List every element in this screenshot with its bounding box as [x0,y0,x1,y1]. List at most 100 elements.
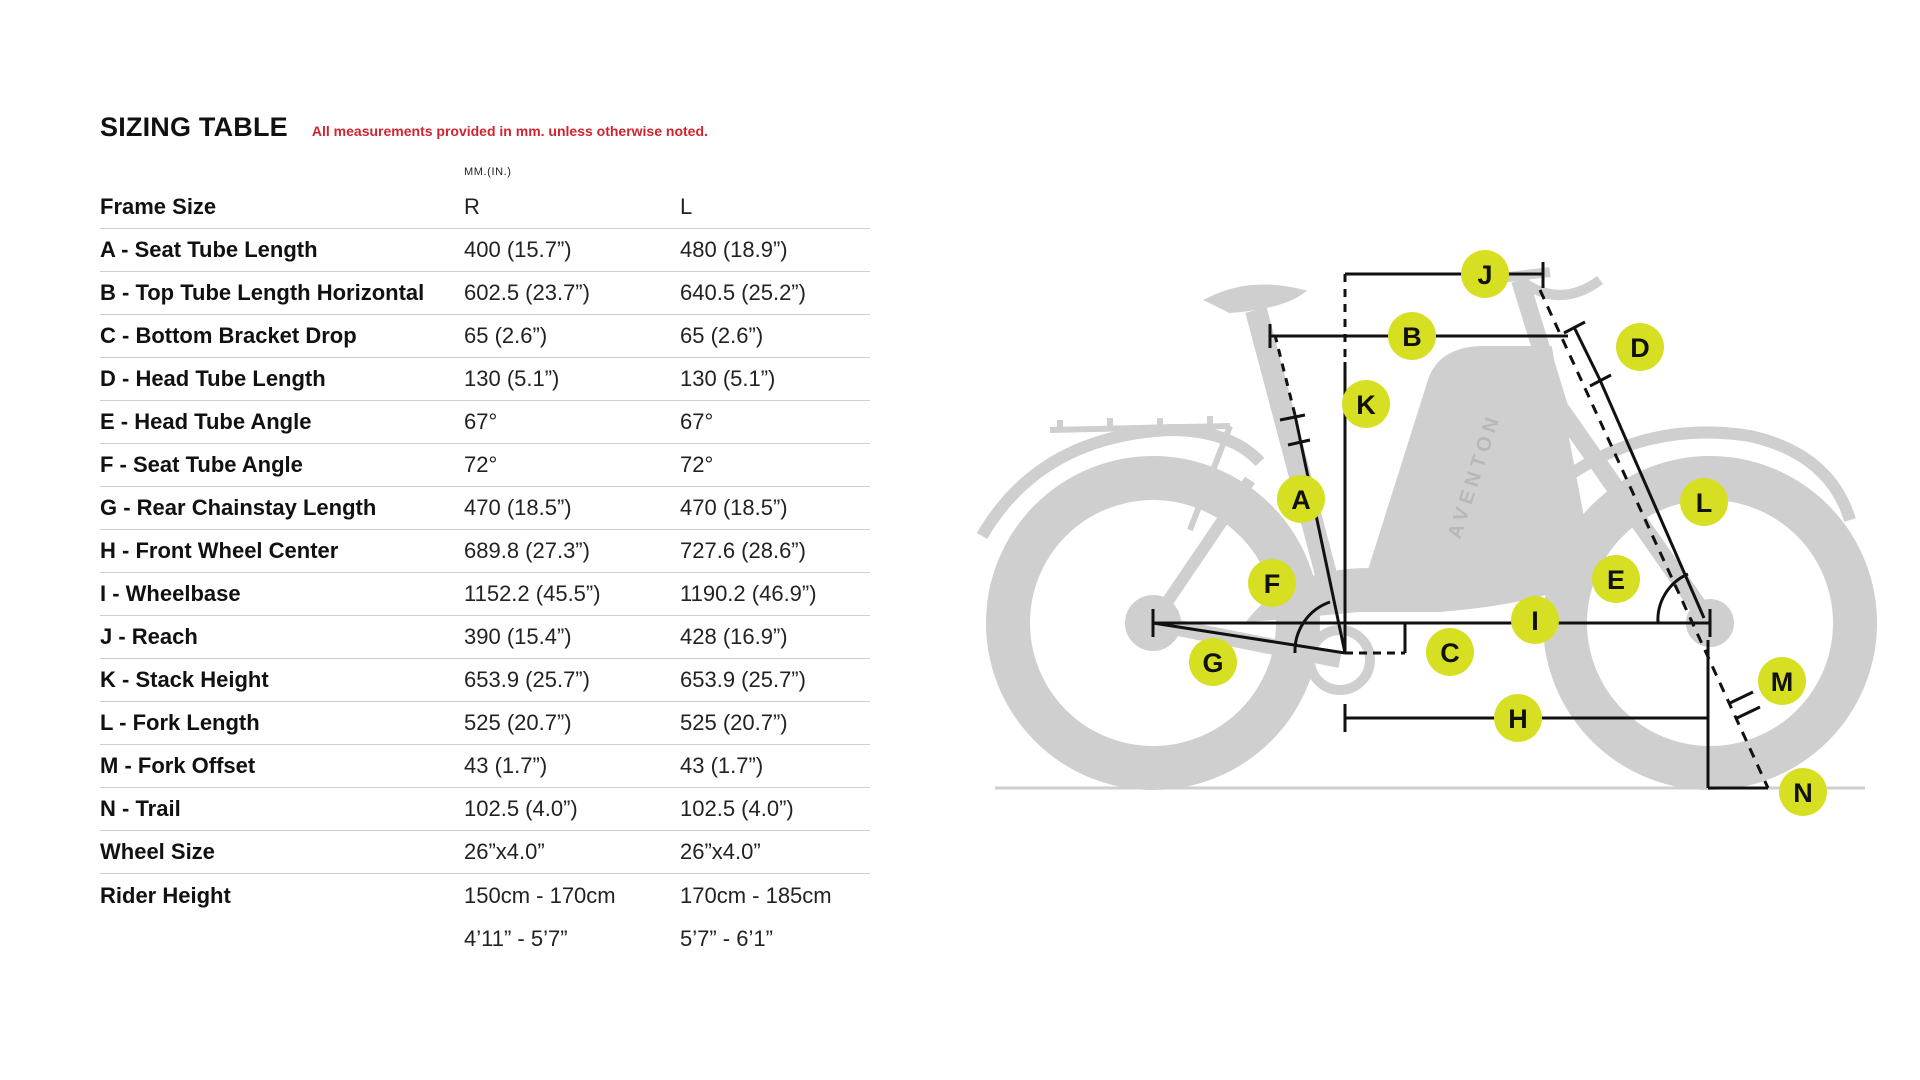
row-label: J - Reach [100,624,198,649]
row-value-r: 689.8 (27.3”) [464,538,590,563]
bike-silhouette [976,267,1877,790]
row-value-r: 390 (15.4”) [464,624,572,649]
row-value-l: 428 (16.9”) [680,624,788,649]
row-value-l: 480 (18.9”) [680,237,788,262]
measurement-note: All measurements provided in mm. unless … [311,123,708,139]
row-label: K - Stack Height [100,667,269,692]
row-value-r: 130 (5.1”) [464,366,560,391]
table-row: Rider Height 150cm - 170cm 170cm - 185cm [100,874,870,917]
svg-text:I: I [1531,606,1539,636]
arc-f-seat-angle [1293,600,1331,654]
table-row: D - Head Tube Length 130 (5.1”) 130 (5.1… [100,358,870,401]
table-row: A - Seat Tube Length 400 (15.7”) 480 (18… [100,229,870,272]
tick-d-bottom [1589,373,1612,388]
badge-f: F [1248,559,1296,607]
row-value-l: 67° [680,409,714,434]
seatstay [1148,476,1255,627]
tick-m-2 [1736,705,1761,720]
header-size-r: R [464,194,480,219]
frame-body [1245,346,1595,623]
row-value-l: 525 (20.7”) [680,710,788,735]
svg-text:K: K [1356,390,1376,420]
front-fender [1564,426,1856,522]
row-value-r: 150cm - 170cm [464,882,616,908]
row-value-r: 26”x4.0” [464,839,545,864]
badge-c: C [1426,628,1474,676]
svg-text:M: M [1771,667,1794,697]
row-value-l: 653.9 (25.7”) [680,667,806,692]
table-row: K - Stack Height 653.9 (25.7”) 653.9 (25… [100,659,870,702]
table-row: J - Reach 390 (15.4”) 428 (16.9”) [100,616,870,659]
badge-l: L [1680,478,1728,526]
row-label: B - Top Tube Length Horizontal [100,280,425,305]
badge-n: N [1779,768,1827,816]
badge-a: A [1277,475,1325,523]
table-row: H - Front Wheel Center 689.8 (27.3”) 727… [100,530,870,573]
tick-a [1279,413,1306,422]
row-value-r: 470 (18.5”) [464,495,572,520]
svg-text:A: A [1291,485,1311,515]
row-value-l: 26”x4.0” [680,839,761,864]
row-value-r: 65 (2.6”) [464,323,548,348]
row-label: I - Wheelbase [100,581,241,606]
table-row: I - Wheelbase 1152.2 (45.5”) 1190.2 (46.… [100,573,870,616]
table-row: L - Fork Length 525 (20.7”) 525 (20.7”) [100,702,870,745]
label-badges: A B C D E F G H [1189,250,1827,816]
svg-text:E: E [1607,565,1625,595]
row-value-r: 102.5 (4.0”) [464,796,578,821]
row-value-r: 4’11” - 5’7” [464,925,568,951]
row-value-l: 640.5 (25.2”) [680,280,806,305]
row-value-l: 102.5 (4.0”) [680,796,794,821]
row-label: Rider Height [100,882,231,908]
arc-e-head-angle [1656,572,1689,624]
svg-text:F: F [1264,569,1281,599]
badge-h: H [1494,694,1542,742]
row-value-l: 130 (5.1”) [680,366,776,391]
table-row: F - Seat Tube Angle 72° 72° [100,444,870,487]
row-label: F - Seat Tube Angle [100,452,303,477]
line-l-fork [1598,379,1706,619]
table-row: G - Rear Chainstay Length 470 (18.5”) 47… [100,487,870,530]
svg-text:B: B [1402,322,1422,352]
row-label: Wheel Size [100,839,215,864]
table-row: M - Fork Offset 43 (1.7”) 43 (1.7”) [100,745,870,788]
row-value-l: 72° [680,452,714,477]
row-value-r: 43 (1.7”) [464,753,548,778]
row-label: E - Head Tube Angle [100,409,312,434]
seat-tube [1245,307,1347,615]
badge-m: M [1758,657,1806,705]
row-label: D - Head Tube Length [100,366,326,391]
row-value-l: 65 (2.6”) [680,323,764,348]
tick-d-top [1563,320,1586,335]
line-steering-axis [1538,289,1770,789]
row-value-l: 470 (18.5”) [680,495,788,520]
row-value-r: 400 (15.7”) [464,237,572,262]
unit-label: MM.(IN.) [464,166,512,178]
row-value-r: 1152.2 (45.5”) [464,581,601,606]
header-size-l: L [680,194,693,219]
row-value-r: 67° [464,409,498,434]
svg-text:H: H [1508,704,1528,734]
rear-fender [976,423,1265,540]
header-frame-size: Frame Size [100,194,217,219]
line-d-head-tube [1572,326,1602,381]
row-value-l: 727.6 (28.6”) [680,538,806,563]
badge-e: E [1592,555,1640,603]
row-label: M - Fork Offset [100,753,256,778]
svg-text:C: C [1440,638,1460,668]
tick-a-2 [1287,438,1311,447]
saddle [1203,284,1308,314]
row-label: N - Trail [100,796,181,821]
row-value-l: 5’7” - 6’1” [680,925,773,951]
line-a-seat-tube [1293,414,1347,654]
badge-d: D [1616,323,1664,371]
table-header-row: Frame Size R L [100,186,870,229]
row-value-l: 43 (1.7”) [680,753,764,778]
title-row: SIZING TABLE All measurements provided i… [100,112,708,143]
row-label: A - Seat Tube Length [100,237,318,262]
badge-j: J [1461,250,1509,298]
row-label: L - Fork Length [100,710,260,735]
fork [1532,374,1718,629]
badge-g: G [1189,638,1237,686]
badge-k: K [1342,380,1390,428]
